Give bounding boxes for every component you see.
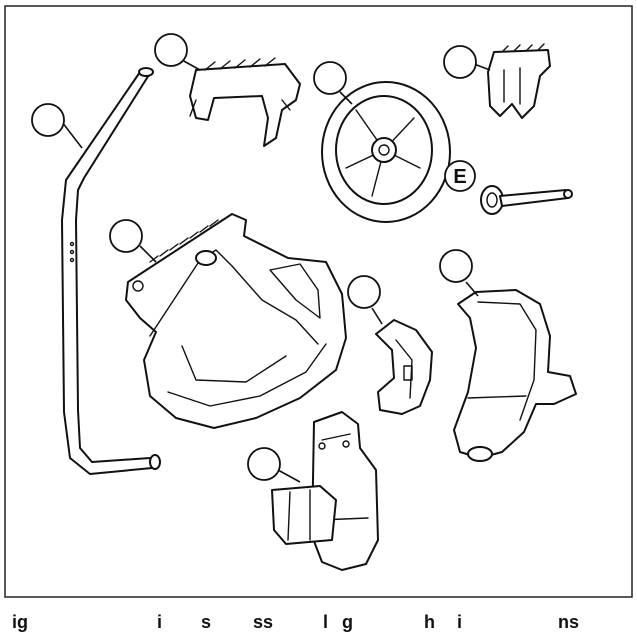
figure-caption: ig i s ss l g h i ns	[0, 604, 637, 640]
callout-wheel	[313, 61, 347, 95]
callout-top-clip	[154, 33, 188, 67]
callout-e-label: E	[453, 166, 466, 188]
caption-fragment: h	[424, 612, 435, 632]
handle-part	[61, 67, 161, 475]
callout-base-mount	[247, 447, 281, 481]
base-mount-part	[271, 411, 379, 571]
callout-swivel-bracket	[439, 249, 473, 283]
caption-fragment: s	[201, 612, 212, 632]
caption-fragment: l	[323, 612, 329, 632]
caption-fragment: ss	[253, 612, 274, 632]
callout-e	[444, 160, 476, 192]
caption-fragment: i	[157, 612, 163, 632]
callout-handle	[31, 103, 65, 137]
small-clip-part	[487, 43, 551, 119]
caption-fragment: ig	[12, 612, 28, 632]
callout-housing	[109, 219, 143, 253]
caption-fragment: i	[457, 612, 463, 632]
caption-fragment: ns	[558, 612, 580, 632]
wheel-part	[321, 81, 451, 223]
caption-fragment: g	[342, 612, 353, 632]
exploded-parts-diagram: E	[4, 5, 633, 598]
swivel-bracket-part	[453, 289, 577, 462]
top-clip-part	[189, 57, 301, 147]
latch-part	[375, 319, 433, 415]
diagram-frame	[4, 5, 633, 598]
callout-small-clip	[443, 45, 477, 79]
main-housing-part	[125, 213, 347, 429]
axle-pin-part	[480, 185, 573, 215]
callout-latch	[347, 275, 381, 309]
